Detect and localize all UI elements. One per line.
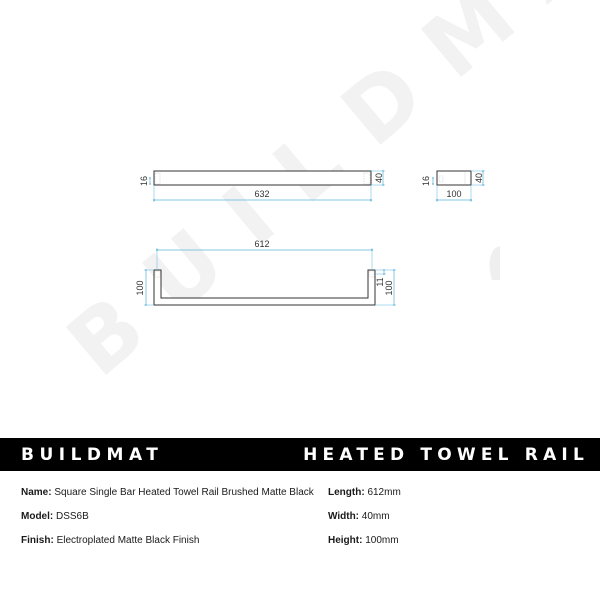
svg-text:40: 40	[374, 173, 384, 183]
side-view: 100 16 40	[421, 170, 485, 202]
top-view: 632 16 40	[139, 170, 385, 202]
spec-value: Square Single Bar Heated Towel Rail Brus…	[54, 487, 314, 498]
spec-value: 612mm	[367, 487, 401, 498]
spec-name: Name: Square Single Bar Heated Towel Rai…	[21, 486, 314, 510]
svg-text:612: 612	[254, 239, 269, 249]
spec-width: Width: 40mm	[328, 510, 401, 534]
spec-list-left: Name: Square Single Bar Heated Towel Rai…	[21, 486, 314, 558]
spec-height: Height: 100mm	[328, 534, 401, 558]
spec-label: Model:	[21, 511, 54, 522]
brand-name: BUILDMAT	[21, 445, 164, 465]
spec-list-right: Length: 612mm Width: 40mm Height: 100mm	[328, 486, 401, 558]
spec-label: Finish:	[21, 535, 54, 546]
svg-text:11: 11	[375, 277, 385, 286]
spec-label: Height:	[328, 535, 363, 546]
technical-drawing: 632 16 40 100 16 40	[135, 170, 485, 306]
svg-text:100: 100	[135, 280, 145, 295]
spec-finish: Finish: Electroplated Matte Black Finish	[21, 534, 314, 558]
svg-text:16: 16	[139, 176, 149, 186]
svg-text:40: 40	[474, 173, 484, 183]
spec-label: Name:	[21, 487, 52, 498]
product-category: HEATED TOWEL RAIL	[303, 445, 589, 465]
spec-value: 40mm	[361, 511, 390, 522]
spec-value: DSS6B	[56, 511, 89, 522]
spec-value: 100mm	[365, 535, 399, 546]
spec-label: Width:	[328, 511, 360, 522]
front-view: 612 100 11 100	[135, 239, 396, 306]
spec-label: Length:	[328, 487, 365, 498]
spec-length: Length: 612mm	[328, 486, 401, 510]
svg-text:632: 632	[254, 189, 269, 199]
spec-model: Model: DSS6B	[21, 510, 314, 534]
svg-text:100: 100	[446, 189, 461, 199]
title-banner: BUILDMAT HEATED TOWEL RAIL	[0, 438, 600, 471]
spec-value: Electroplated Matte Black Finish	[56, 535, 200, 546]
svg-text:100: 100	[384, 280, 394, 295]
svg-text:16: 16	[421, 176, 431, 186]
